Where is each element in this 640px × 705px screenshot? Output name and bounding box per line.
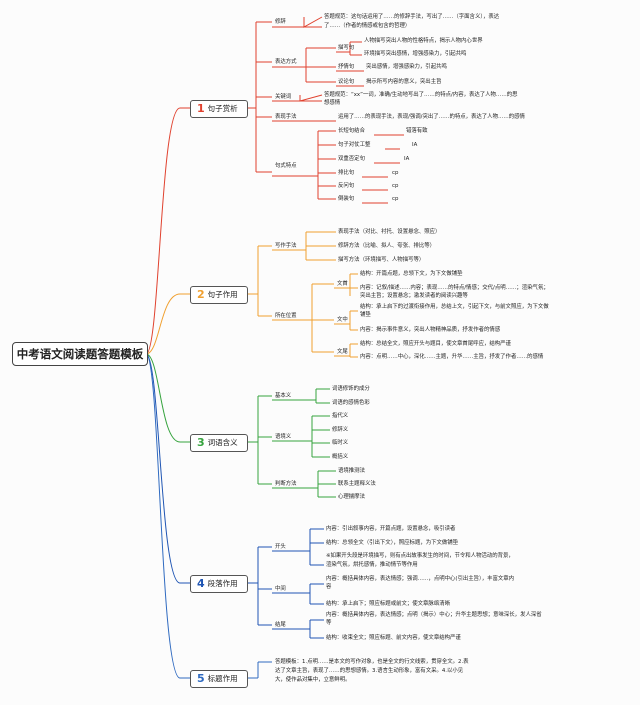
branch-line-3 bbox=[145, 353, 190, 443]
panduan-item-3: 心理揣摩法 bbox=[338, 494, 365, 500]
node-panduan: 判断方法 bbox=[275, 481, 297, 487]
yilun-text: 揭示所写内容的意义，突出主旨 bbox=[366, 79, 442, 85]
node-xiuci: 修辞 bbox=[275, 19, 286, 25]
jiewei-item-1: 内容：概括具体内容，表达情感；点明（揭示）中心；升华主题思想；意味深长，发人深省 bbox=[326, 612, 542, 618]
zhongjian-item-3: 结构：承上启下；照应标题或前文；使文章脉络清晰 bbox=[326, 601, 450, 607]
panduan-item-1: 语境推测法 bbox=[338, 468, 365, 474]
yuanjing-item-4: 概括义 bbox=[332, 454, 349, 460]
node-shoufa: 表现手法 bbox=[275, 114, 297, 120]
node-jiben: 基本义 bbox=[275, 393, 292, 399]
jiewei-item-3: 结构：收束全文；照应标题、前文内容，使文章结构严谨 bbox=[326, 635, 461, 641]
branch-line-2 bbox=[145, 293, 190, 355]
node-zhongjian: 中间 bbox=[275, 586, 286, 592]
section-3-label: 词语含义 bbox=[207, 438, 238, 447]
jiben-item-2: 词语的感情色彩 bbox=[332, 400, 370, 406]
miaoxie-item-1: 人物描写突出人物的性格特点，揭示人物内心世界 bbox=[364, 38, 483, 44]
jushi-key-3: 双重否定句 bbox=[338, 156, 365, 162]
jushi-key-1: 长短句结合 bbox=[338, 128, 365, 134]
biaoti-text-1: 答题模板：1.点明……是本文的写作对象，也是全文的行文线索，贯穿全文。2.表 bbox=[275, 659, 469, 665]
guanjianci-text-1: 答题规范：“xx”一词，准确/生动地写出了……的特点/内容，表达了人物……的思 bbox=[324, 92, 518, 98]
biaoti-text-2: 达了文章主旨，表现了……的思想感情。3.语言生动形象，富有文采。4.以小见 bbox=[275, 668, 464, 674]
jushi-val-5: cp bbox=[392, 183, 399, 189]
miaoxie-item-2: 环境描写突出感情，增强感染力，引起共鸣 bbox=[364, 51, 467, 57]
section-1-label: 句子赏析 bbox=[207, 104, 238, 113]
yuanjing-item-3: 临时义 bbox=[332, 440, 349, 446]
wenshou-item-2: 内容：记叙/描述……内容；表现……的特点/情感；交代/点明……；渲染气氛； bbox=[360, 285, 549, 291]
section-5-label: 标题作用 bbox=[207, 674, 238, 683]
xiuci-text-1: 答题规范：这句话运用了……的修辞手法，写出了……（字面含义），表达 bbox=[324, 14, 500, 20]
jushi-val-2: IA bbox=[412, 142, 418, 148]
panduan-item-2: 联系主题释义法 bbox=[338, 481, 376, 487]
node-jiewei: 结尾 bbox=[275, 622, 286, 628]
shoufa-text: 运用了……的表现手法，表现/强调/突出了……的特点，表达了人物……的感情 bbox=[338, 114, 525, 120]
node-guanjianci: 关键词 bbox=[275, 94, 292, 100]
node-wenwei: 文尾 bbox=[337, 349, 348, 355]
node-kaitou: 开头 bbox=[275, 544, 286, 550]
wenwei-item-1: 结构：总结全文，照应开头与题目，使文章首尾呼应，结构严谨 bbox=[360, 341, 511, 347]
jiben-item-1: 词语修饰的成分 bbox=[332, 386, 370, 392]
node-jushi: 句式特点 bbox=[275, 163, 297, 169]
section-4-label: 段落作用 bbox=[207, 579, 238, 588]
biaoti-text-3: 大，使作品对集中，立意鲜明。 bbox=[275, 677, 351, 683]
jushi-val-3: IA bbox=[404, 156, 410, 162]
node-yuanjing: 语境义 bbox=[275, 434, 292, 440]
zhongjian-item-2: 容 bbox=[326, 584, 332, 590]
wenzhong-item-3: 内容：揭示事件意义，突出人物精神品质，抒发作者的情感 bbox=[360, 327, 501, 333]
yuanjing-item-2: 修辞义 bbox=[332, 427, 349, 433]
shuqing-text: 突出感情，增强感染力，引起共鸣 bbox=[366, 64, 447, 70]
xiuci-text-2: 了……（作者的情感或包含的哲理） bbox=[324, 23, 411, 29]
jushi-key-4: 排比句 bbox=[338, 170, 355, 176]
node-miaoxie: 描写句 bbox=[338, 45, 355, 51]
node-weizhi: 所在位置 bbox=[275, 313, 297, 319]
root-title: 中考语文阅读题答题模板 bbox=[12, 342, 148, 366]
jushi-key-5: 反问句 bbox=[338, 183, 355, 189]
jushi-key-2: 句子对仗工整 bbox=[338, 142, 371, 148]
section-4-number: 4 bbox=[197, 577, 205, 590]
jushi-val-1: 错落有致 bbox=[406, 128, 428, 134]
node-wenshou: 文首 bbox=[337, 281, 348, 287]
branch-line-1 bbox=[145, 107, 190, 355]
node-shuqing: 抒情句 bbox=[338, 64, 355, 70]
wenzhong-item-1: 结构：承上启下的过渡衔接作用，总结上文，引起下文，与前文照应，为下文做 bbox=[360, 304, 549, 310]
kaitou-item-1: 内容：引出叙事内容，开篇点题，设置悬念，吸引读者 bbox=[326, 526, 456, 532]
yuanjing-item-1: 指代义 bbox=[332, 413, 349, 419]
kaitou-item-2: 结构：总领全文（引出下文），照应标题，为下文做铺垫 bbox=[326, 540, 459, 546]
zhongjian-item-1: 内容：概括具体内容，表达情感；强调……，点明中心(引出主旨），丰富文章内 bbox=[326, 576, 515, 582]
guanjianci-text-2: 想感情 bbox=[324, 100, 341, 106]
wenzhong-item-2: 铺垫 bbox=[360, 312, 371, 318]
wenwei-item-2: 内容：点明……中心，深化……主题，升华……主旨，抒发了作者……的感情 bbox=[360, 354, 544, 360]
jushi-key-6: 倒装句 bbox=[338, 196, 355, 202]
xiezuo-item-3: 描写方法（环境描写、人物描写等） bbox=[338, 257, 425, 263]
kaitou-item-4: 渲染气氛，烘托感情，推动情节等作用 bbox=[326, 562, 418, 568]
jiewei-item-2: 等 bbox=[326, 620, 332, 626]
section-5-number: 5 bbox=[197, 672, 205, 685]
kaitou-item-3: ※如果开头段是环境描写，则有点出故事发生的时间，节令和人物活动的背景， bbox=[326, 553, 514, 559]
jushi-val-6: cp bbox=[392, 196, 399, 202]
node-xiezuo: 写作手法 bbox=[275, 243, 297, 249]
wenshou-item-3: 突出主旨；设置悬念；激发读者的阅读兴趣等 bbox=[360, 293, 468, 299]
node-biaoda: 表达方式 bbox=[275, 59, 297, 65]
branch-line-5 bbox=[145, 353, 190, 679]
section-2-number: 2 bbox=[197, 288, 205, 301]
xiezuo-item-2: 修辞方法（比喻、拟人、夸张、排比等） bbox=[338, 243, 436, 249]
node-wenzhong: 文中 bbox=[337, 317, 348, 323]
xiezuo-item-1: 表现手法（对比、衬托、设置悬念、照应） bbox=[338, 229, 441, 235]
section-2-label: 句子作用 bbox=[207, 290, 238, 299]
wenshou-item-1: 结构：开篇点题，总领下文，为下文做铺垫 bbox=[360, 271, 463, 277]
section-1-number: 1 bbox=[197, 102, 205, 115]
jushi-val-4: cp bbox=[392, 170, 399, 176]
section-3-number: 3 bbox=[197, 436, 205, 449]
node-yilun: 议论句 bbox=[338, 79, 355, 85]
branch-line-4 bbox=[145, 353, 190, 584]
